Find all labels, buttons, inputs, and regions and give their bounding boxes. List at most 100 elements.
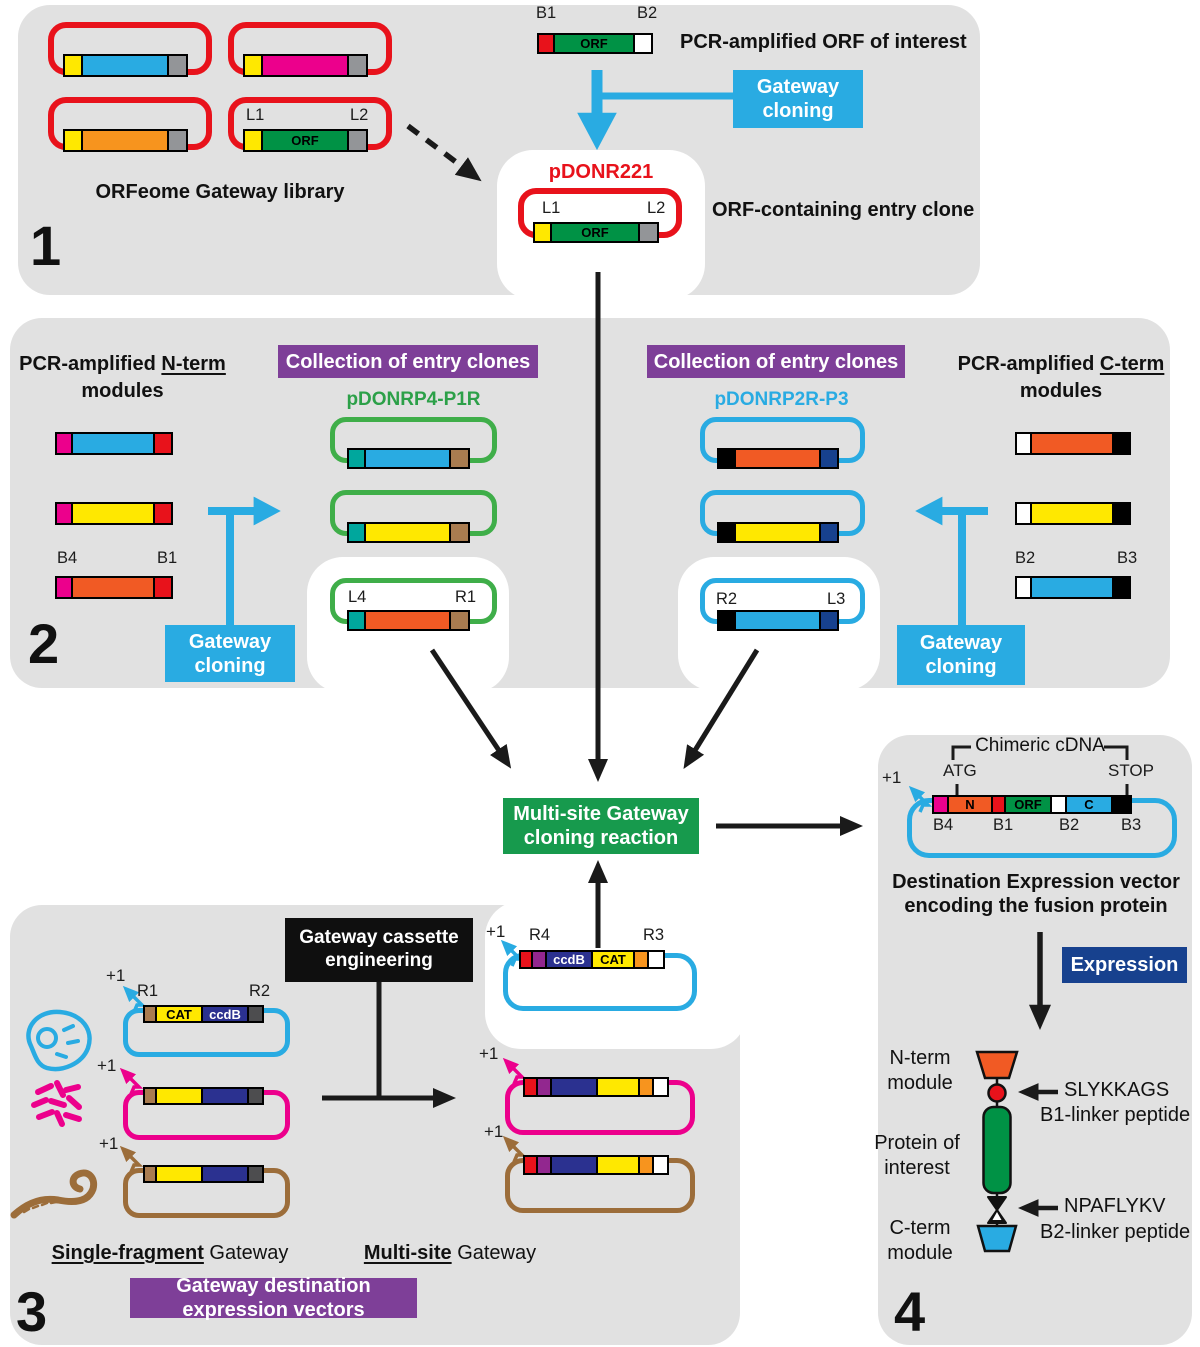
segment-yellow [73,504,155,523]
segment-orangered [366,612,451,629]
plus-one-r4r3: +1 [486,922,506,941]
chimeric-cdna-label: Chimeric cDNA [975,735,1105,756]
entry-site-l1: L1 [542,199,561,217]
segment-yellow [245,131,263,150]
nterm-title-underlined: N-term [161,353,226,375]
segment-yellow: CAT [157,1007,203,1022]
site-label-l1: L1 [246,106,265,124]
cterm-module-label: C-term module [887,1217,953,1264]
segment-magenta [57,434,73,453]
nterm-modules-title-line1: PCR-amplified N-term [10,352,235,376]
segment-white [1017,434,1032,453]
b1-linker-name: B1-linker peptide [1040,1104,1191,1126]
nterm-module-label: N-term module [887,1047,953,1094]
multi-cassette-brown [523,1155,669,1175]
segment-teal [349,450,366,467]
collection-title-left: Collection of entry clones [278,345,538,378]
segment-orangered [736,450,821,467]
nterm-modules-title-line2: modules [81,380,164,402]
segment-red [525,1157,538,1173]
cterm-title-prefix: PCR-amplified [957,353,1100,375]
segment-yellow [65,131,83,150]
segment-teal [349,612,366,629]
p2rp3-insert-orange [717,448,839,469]
segment-magenta [263,56,349,75]
segment-brown [451,612,468,629]
site-label-r2-single: R2 [249,982,271,1000]
b1-linker-sequence: SLYKKAGS [1064,1079,1170,1101]
site-label-l3: L3 [827,590,846,608]
segment-green: ORF [552,224,640,241]
site-label-r2: R2 [716,590,738,608]
stop-label: STOP [1108,761,1154,780]
plus-one-multi-brown: +1 [484,1122,504,1141]
segment-magenta [934,797,949,812]
segment-orange [635,952,649,967]
library-insert-orf: ORF [243,129,368,152]
segment-darkgray [249,1089,262,1103]
multi-cassette-magenta [523,1077,669,1097]
segment-navy [821,450,837,467]
p4p1r-insert-blue [347,448,470,469]
entry-clone-insert: ORF [533,222,659,243]
segment-purpleblk [538,1079,552,1095]
segment-blue [73,434,155,453]
segment-orange [640,1079,654,1095]
plus-one-single-brown: +1 [99,1134,119,1153]
segment-white [1017,578,1032,597]
gateway-cloning-box-s1: Gateway cloning [733,70,863,128]
pdonr221-name: pDONR221 [548,161,654,183]
site-label-b2: B2 [637,4,658,22]
site-label-r3: R3 [643,926,665,944]
single-cassette-brown [143,1165,264,1183]
nterm-fragment-blue [55,432,173,455]
segment-yellow [535,224,552,241]
destination-vectors-footer: Gateway destination expression vectors [130,1275,417,1321]
segment-white [654,1157,667,1173]
step-number-4: 4 [894,1280,926,1343]
plus-one-single-magenta: +1 [97,1056,117,1075]
segment-black [1113,797,1130,812]
segment-blue [1032,578,1114,597]
segment-yellow [157,1089,203,1103]
expression-box: Expression [1062,947,1187,983]
segment-blue [736,612,821,629]
segment-black [1114,578,1129,597]
entry-site-l2: L2 [647,199,666,217]
segment-navy [821,524,837,541]
multi-site-underlined: Multi-site [363,1242,452,1264]
step-number-1: 1 [30,214,62,277]
segment-black [1114,434,1129,453]
atg-label: ATG [943,761,977,780]
p2rp3-insert-yellow [717,522,839,543]
p2rp3-insert-blue [717,610,839,631]
segment-ccdb [203,1167,249,1181]
segment-navy [821,612,837,629]
single-fragment-underlined: Single-fragment [51,1242,204,1264]
protein-of-interest-label: Protein of interest [874,1132,960,1179]
site-label-b3: B3 [1117,549,1138,567]
segment-red [155,578,171,597]
panel-step4 [878,735,1192,1345]
gateway-cloning-box-nterm: Gateway cloning [165,625,295,682]
entry-clone-label: ORF-containing entry clone [712,199,975,221]
plus-one-destination: +1 [882,768,902,787]
cterm-fragment-yellow [1015,502,1131,525]
library-insert-magenta [243,54,368,77]
segment-white [635,35,651,52]
segment-graysite [169,56,186,75]
segment-ccdb [552,1157,598,1173]
segment-green: ORF [263,131,349,150]
segment-red [539,35,555,52]
dest-site-b3: B3 [1121,816,1142,834]
segment-red [993,797,1006,812]
dest-site-b2: B2 [1059,816,1080,834]
segment-red [521,952,533,967]
pcr-orf-fragment: ORF [537,33,653,54]
step-number-3: 3 [16,1280,48,1343]
segment-ccdb: ccdB [203,1007,249,1022]
r4r3-highlight-box [485,901,747,1049]
cterm-title-underlined: C-term [1099,353,1165,375]
segment-black [719,450,736,467]
